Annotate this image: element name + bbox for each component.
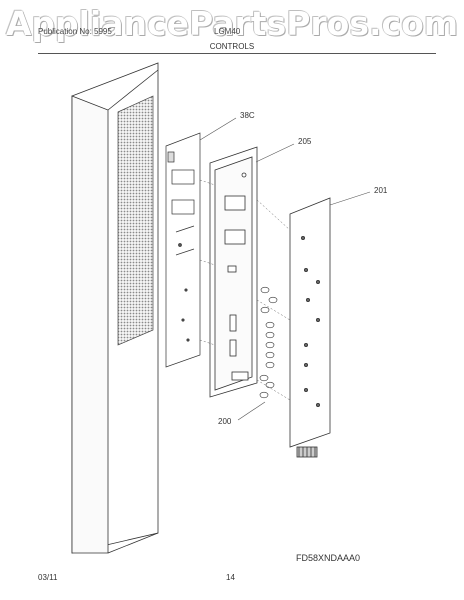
footer-date: 03/11 <box>38 573 58 582</box>
header-rule <box>38 53 436 54</box>
callout-38c: 38C <box>240 111 255 120</box>
watermark: AppliancePartsPros.com <box>5 4 459 43</box>
callout-leaders <box>199 117 371 421</box>
assembly-lines <box>199 179 291 401</box>
header-model-code: LGM40 <box>214 27 241 36</box>
callout-200: 200 <box>218 417 232 426</box>
buttons-200 <box>259 286 278 399</box>
callout-201: 201 <box>374 186 388 195</box>
button-frame-205 <box>209 146 258 398</box>
callout-205: 205 <box>298 137 312 146</box>
control-overlay-201 <box>289 197 331 458</box>
control-board-38c <box>165 132 201 368</box>
grille-panel <box>117 95 154 346</box>
header-publication: Publication No: 5995 <box>38 27 112 36</box>
section-title: CONTROLS <box>209 42 255 51</box>
footer-page-number: 14 <box>226 573 235 582</box>
model-number: FD58XNDAAA0 <box>296 553 361 563</box>
